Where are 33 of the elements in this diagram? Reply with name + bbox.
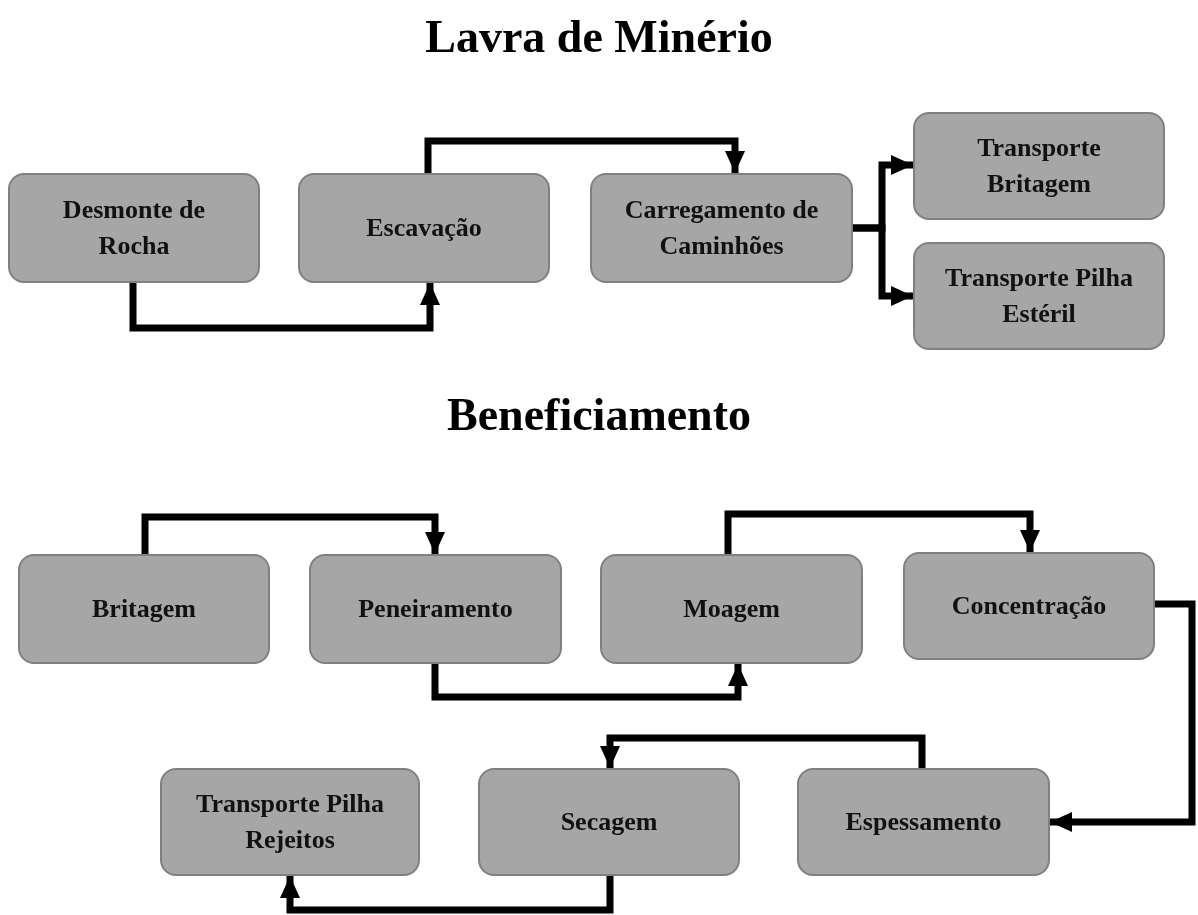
process-label: Espessamento (845, 805, 1002, 838)
process-label: Concentração (951, 589, 1107, 622)
process-label: Transporte Britagem (976, 131, 1102, 200)
process-box (590, 173, 853, 283)
process-label: Desmonte de Rocha (61, 193, 207, 262)
process-box (903, 552, 1155, 660)
process-box (913, 112, 1165, 220)
process-box (913, 242, 1165, 350)
process-label: Transporte Pilha Rejeitos (195, 787, 385, 856)
process-label: Carregamento de Caminhões (623, 193, 820, 262)
process-box (600, 554, 863, 664)
section-heading: Beneficiamento (446, 388, 752, 441)
arrow (600, 734, 926, 768)
process-label: Secagem (560, 805, 658, 838)
process-box (298, 173, 550, 283)
process-box (478, 768, 740, 876)
arrow (1050, 600, 1196, 832)
process-label: Transporte Pilha Estéril (944, 261, 1134, 330)
process-label: Peneiramento (358, 592, 513, 625)
process-box (8, 173, 260, 283)
process-box (18, 554, 270, 664)
arrow (129, 283, 440, 332)
process-box (309, 554, 562, 664)
process-label: Escavação (366, 211, 482, 244)
process-label: Britagem (92, 592, 196, 625)
arrow (724, 510, 1040, 554)
arrow (853, 224, 913, 306)
arrow (280, 876, 614, 914)
process-box (160, 768, 420, 876)
arrow (141, 513, 445, 554)
diagram-title: Lavra de Minério (424, 10, 774, 63)
process-label: Moagem (683, 592, 780, 625)
process-box (797, 768, 1050, 876)
